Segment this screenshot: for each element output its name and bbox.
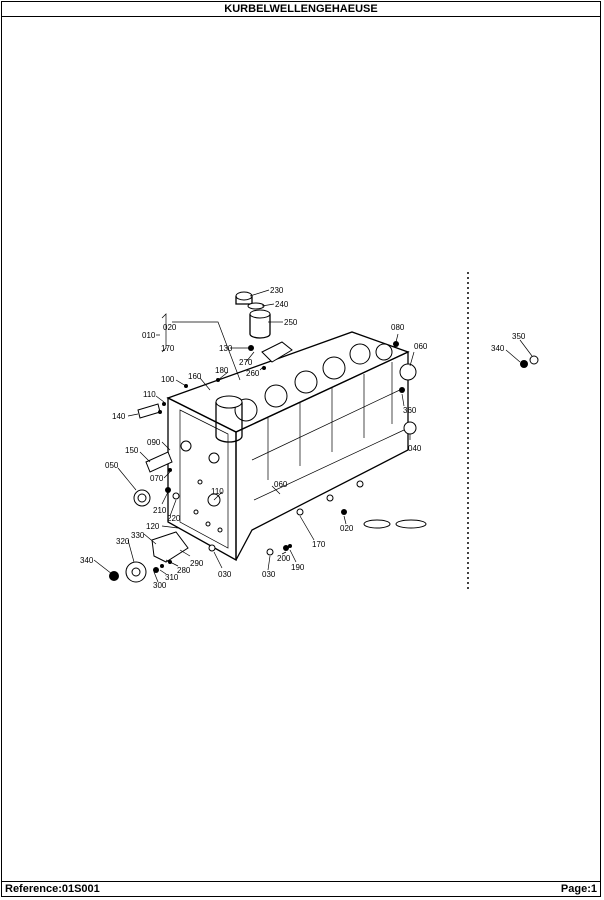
callout-250: 250 [284, 318, 298, 327]
callout-080: 080 [391, 323, 405, 332]
page-footer: Reference:01S001 Page:1 [2, 881, 600, 896]
callout-110-left: 110 [143, 390, 156, 399]
callout-270: 270 [239, 358, 253, 367]
callout-100: 100 [161, 375, 175, 384]
callout-220: 220 [167, 514, 181, 523]
callout-030-left: 030 [218, 570, 232, 579]
callout-030-right: 030 [262, 570, 276, 579]
callout-150: 150 [125, 446, 139, 455]
callout-070: 070 [150, 474, 164, 483]
callout-120: 120 [146, 522, 160, 531]
callout-340-left: 340 [80, 556, 94, 565]
callout-050: 050 [105, 461, 119, 470]
callout-360: 360 [403, 406, 417, 415]
callout-300: 300 [153, 581, 167, 590]
left-parts [133, 378, 220, 507]
callout-020-top: 020 [163, 323, 177, 332]
callout-350: 350 [512, 332, 526, 341]
callout-170-side: 170 [312, 540, 326, 549]
callout-labels: 230 240 250 080 060 010 020 170 130 270 … [80, 286, 526, 590]
callout-310: 310 [165, 573, 179, 582]
callout-200: 200 [277, 554, 291, 563]
callout-190: 190 [291, 563, 305, 572]
page-number: Page:1 [560, 883, 597, 895]
callout-340-right: 340 [491, 344, 505, 353]
callout-040: 040 [408, 444, 422, 453]
page-title: KURBELWELLENGEHAEUSE [2, 2, 600, 17]
callout-330: 330 [131, 531, 145, 540]
callout-110-front: 110 [211, 487, 224, 496]
bracket-010 [161, 313, 167, 353]
thermostat-housing-parts [235, 291, 293, 370]
callout-290: 290 [190, 559, 204, 568]
callout-230: 230 [270, 286, 284, 295]
callout-090: 090 [147, 438, 161, 447]
callout-130: 130 [219, 344, 233, 353]
callout-160: 160 [188, 372, 202, 381]
callout-140: 140 [112, 412, 126, 421]
callout-010: 010 [142, 331, 156, 340]
oil-pump-parts [109, 531, 292, 583]
callout-260: 260 [246, 369, 260, 378]
spare-plug [520, 355, 539, 368]
callout-180: 180 [215, 366, 229, 375]
engine-block [166, 331, 410, 562]
callout-320: 320 [116, 537, 130, 546]
right-parts [341, 341, 427, 529]
callout-020-side: 020 [340, 524, 354, 533]
reference-label: Reference:01S001 [5, 883, 100, 895]
callout-060-top: 060 [414, 342, 428, 351]
callout-210: 210 [153, 506, 167, 515]
callout-170-top: 170 [161, 344, 175, 353]
leader-lines [93, 289, 533, 583]
callout-060-side: 060 [274, 480, 288, 489]
callout-280: 280 [177, 566, 191, 575]
callout-240: 240 [275, 300, 289, 309]
